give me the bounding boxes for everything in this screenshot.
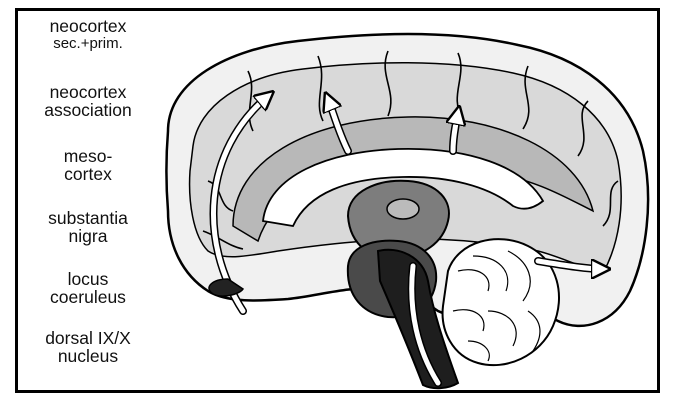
thalamus-oval xyxy=(387,199,419,219)
diagram-frame: neocortex sec.+prim. neocortex associati… xyxy=(15,8,660,393)
brain-illustration xyxy=(18,11,657,390)
